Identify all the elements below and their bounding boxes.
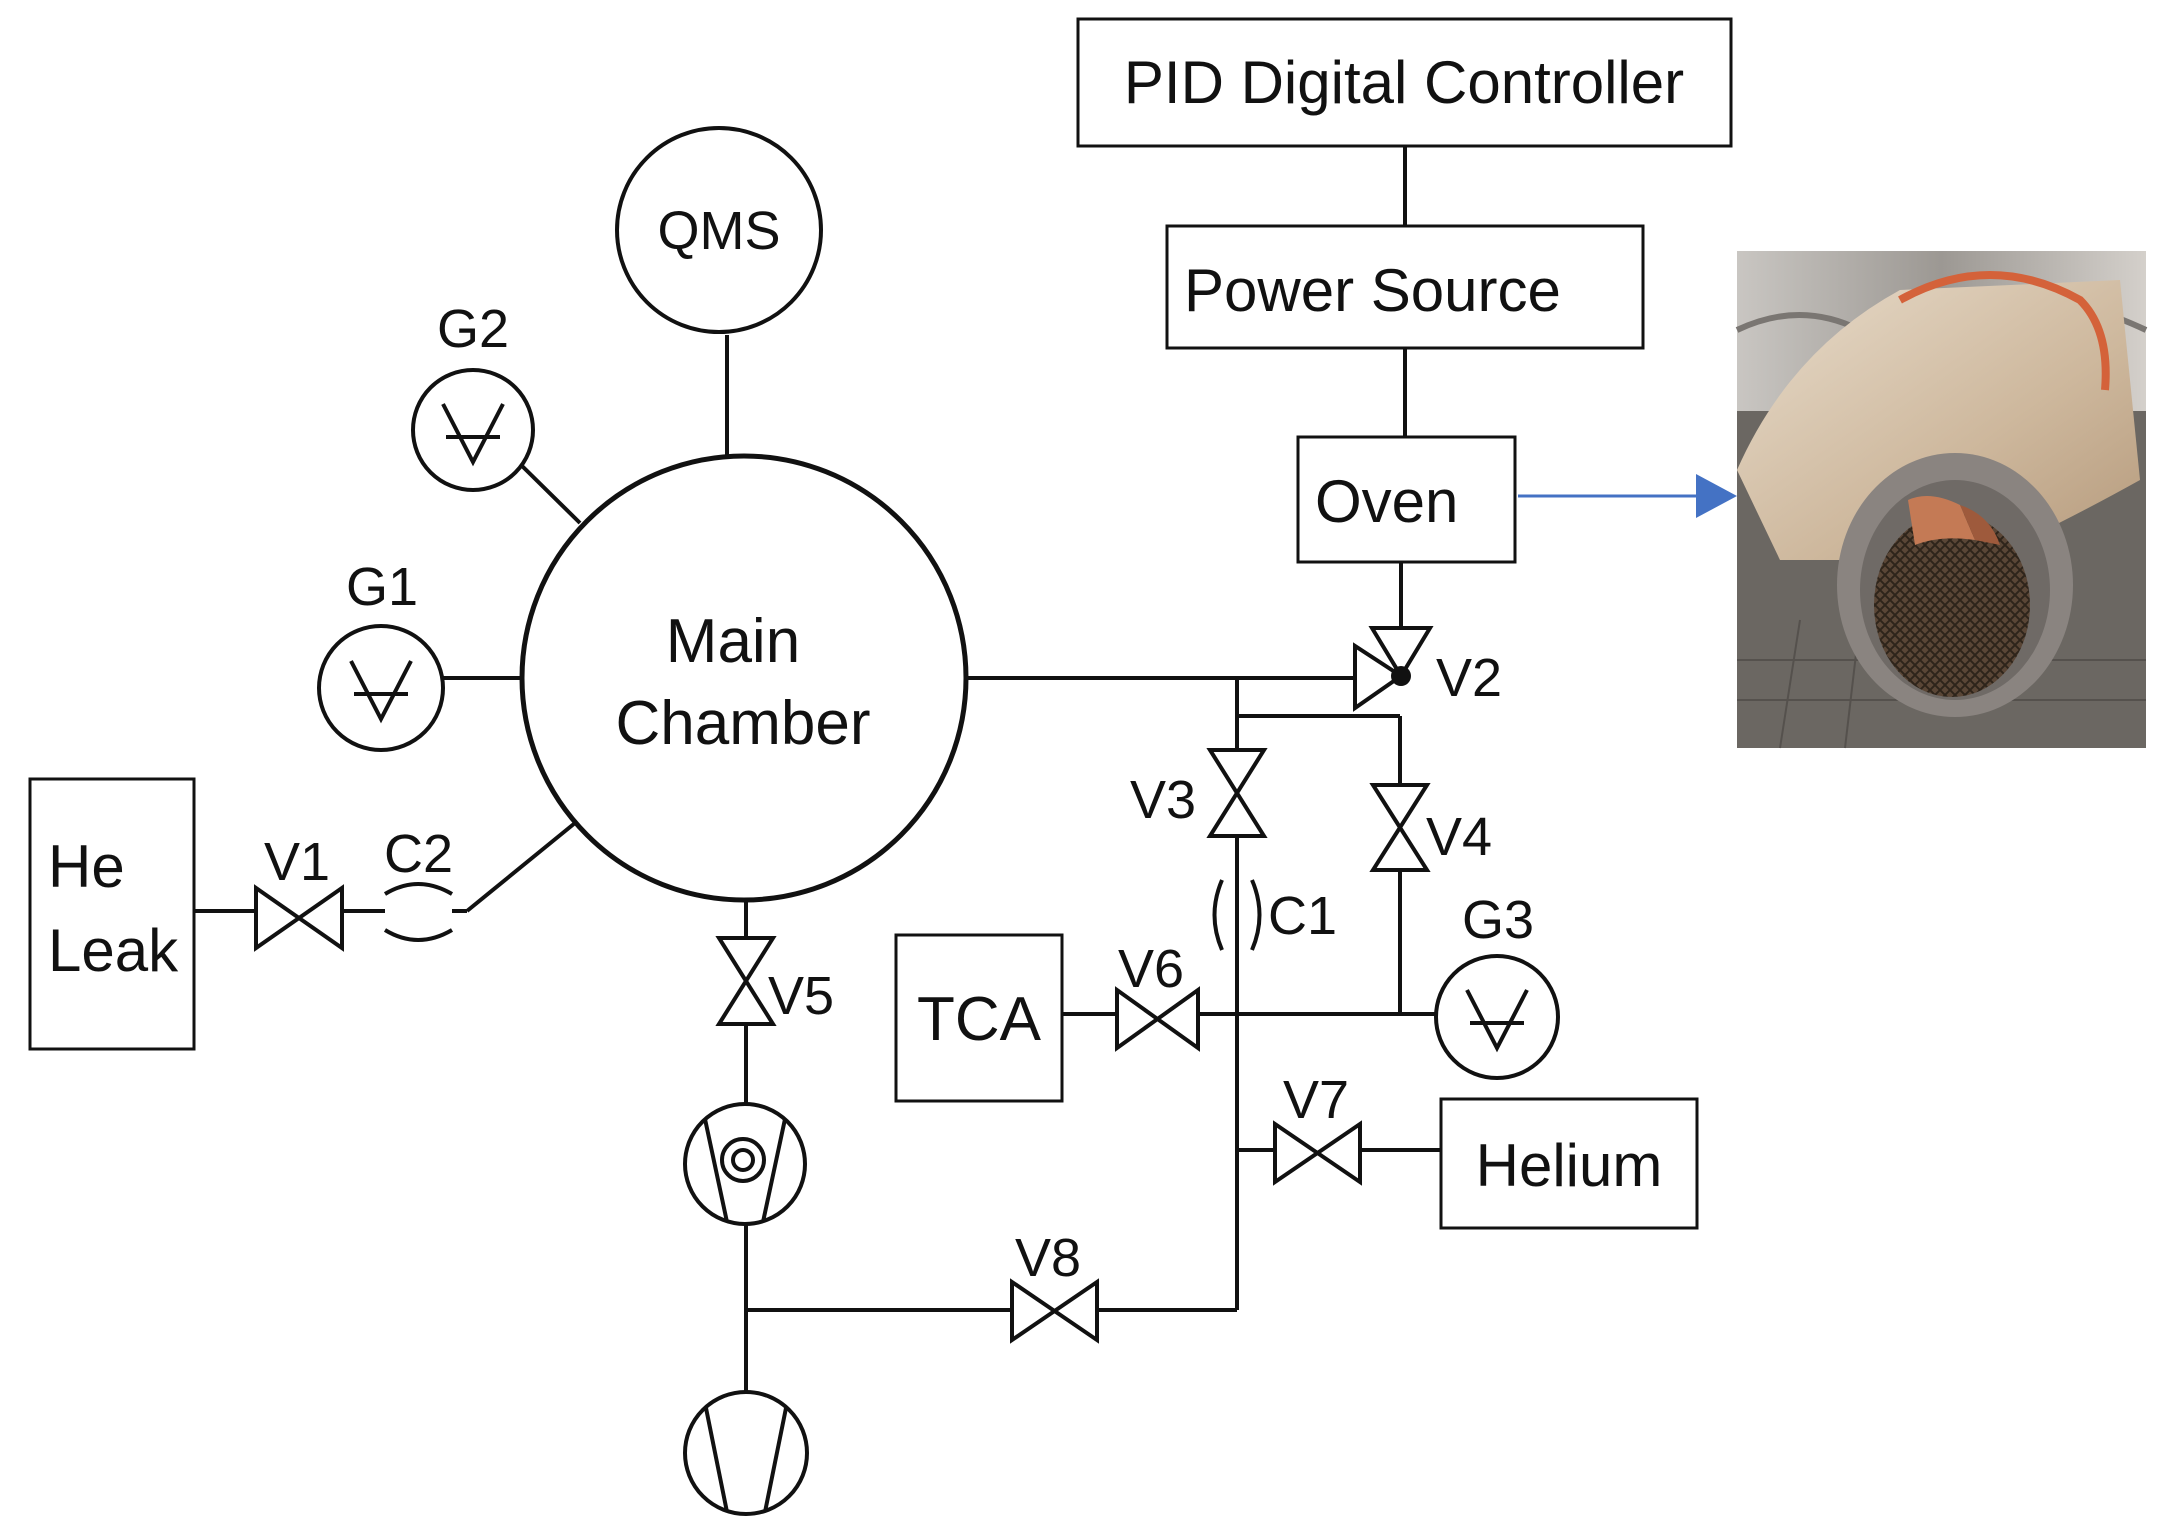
valve-v6: V6: [1115, 939, 1200, 1052]
gauge-g3: G3: [1434, 890, 1560, 1080]
valve-v2: V2: [1353, 626, 1502, 712]
conductance-c2-label: C2: [384, 824, 453, 884]
he-leak-label-line1: He: [48, 833, 125, 900]
main-chamber-label-line2: Chamber: [616, 689, 871, 758]
tca-label: TCA: [917, 985, 1042, 1054]
valve-v6-label: V6: [1118, 939, 1184, 999]
valve-v7: V7: [1273, 1070, 1362, 1186]
oven-label: Oven: [1315, 468, 1458, 535]
conductance-c1: C1: [1212, 879, 1337, 951]
valve-v4: V4: [1369, 783, 1492, 872]
pid-controller-label: PID Digital Controller: [1124, 49, 1684, 116]
gauge-g2-label: G2: [437, 299, 509, 359]
qms-label: QMS: [657, 201, 780, 261]
main-chamber: Main Chamber: [519, 453, 969, 903]
tca-box: TCA: [894, 933, 1064, 1103]
he-leak-label-line2: Leak: [48, 917, 179, 984]
power-source-label: Power Source: [1184, 257, 1561, 324]
turbo-pump: [683, 1102, 807, 1226]
gauge-g3-label: G3: [1462, 890, 1534, 950]
valve-v2-label: V2: [1436, 648, 1502, 708]
valve-v3: V3: [1130, 748, 1268, 838]
oven-photo: [1735, 251, 2148, 749]
power-source-box: Power Source: [1165, 224, 1645, 350]
gauge-g2: G2: [411, 299, 535, 492]
main-chamber-label-line1: Main: [666, 607, 800, 676]
conductance-c2: C2: [383, 824, 453, 942]
valve-v5: V5: [715, 936, 834, 1026]
conductance-c1-label: C1: [1268, 886, 1337, 946]
valve-v8-label: V8: [1015, 1228, 1081, 1288]
valve-v5-label: V5: [768, 966, 834, 1026]
helium-label: Helium: [1476, 1132, 1663, 1199]
roughing-pump: [683, 1390, 809, 1516]
helium-box: Helium: [1439, 1097, 1699, 1230]
oven-photo-arrow: [1518, 474, 1737, 518]
valve-v4-label: V4: [1426, 807, 1492, 867]
he-leak-box: He Leak: [28, 777, 196, 1051]
gauge-g1: G1: [317, 557, 445, 752]
valve-v8: V8: [1010, 1228, 1099, 1344]
valve-v1: V1: [254, 832, 344, 952]
qms: QMS: [615, 126, 823, 334]
valve-v7-label: V7: [1283, 1070, 1349, 1130]
valve-v1-label: V1: [264, 832, 330, 892]
pid-controller-box: PID Digital Controller: [1076, 17, 1733, 148]
valve-v3-label: V3: [1130, 770, 1196, 830]
oven-box: Oven: [1296, 435, 1517, 564]
gauge-g1-label: G1: [346, 557, 418, 617]
